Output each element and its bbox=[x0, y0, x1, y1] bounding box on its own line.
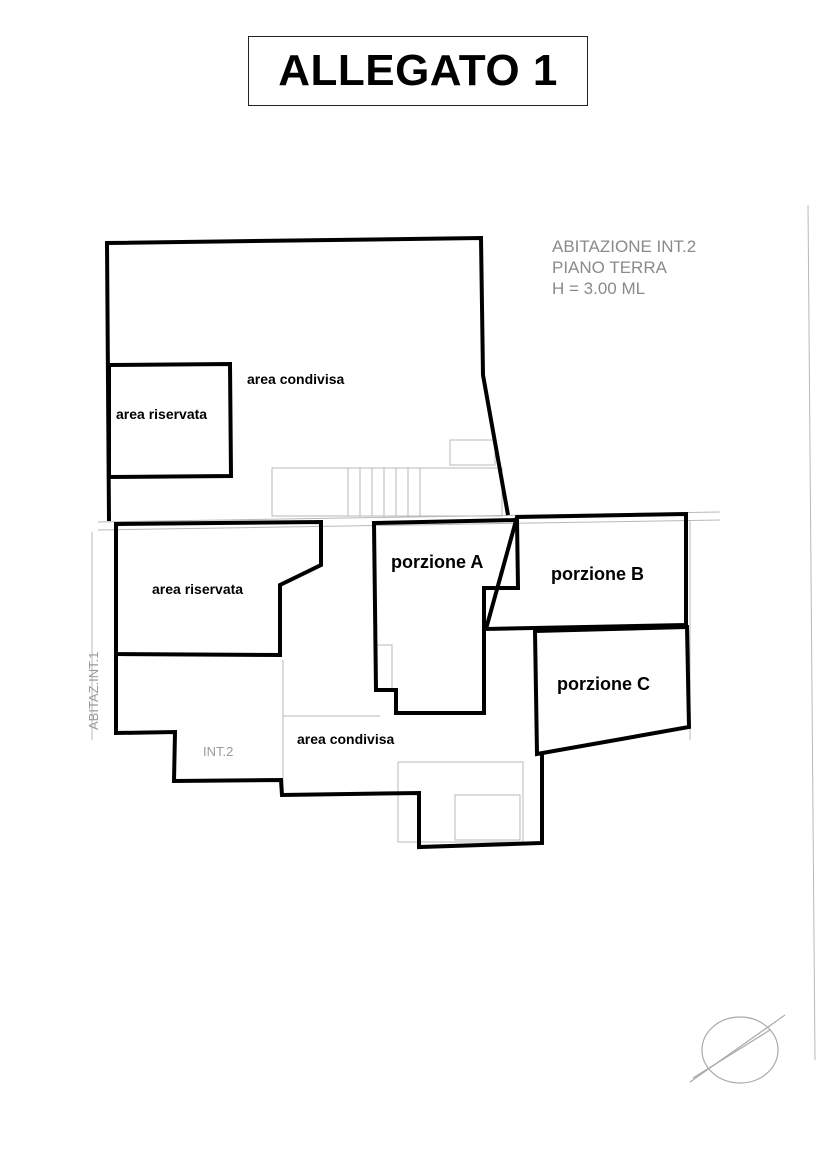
page-title: ALLEGATO 1 bbox=[278, 46, 558, 95]
zone-outlines bbox=[104, 235, 692, 850]
lower-shared-area-outline bbox=[114, 654, 544, 850]
info-line-1: ABITAZIONE INT.2 bbox=[552, 237, 697, 256]
upper-reserved-area-outline bbox=[107, 361, 234, 480]
title-box: ALLEGATO 1 bbox=[248, 36, 588, 106]
porzione-b-outline bbox=[483, 511, 688, 632]
area-condivisa-bottom-label: area condivisa bbox=[297, 731, 394, 747]
info-line-3: H = 3.00 ML bbox=[552, 279, 646, 298]
upper-shared-area-outline bbox=[104, 235, 510, 522]
porzione-c-label: porzione C bbox=[557, 674, 650, 694]
abitaz-int1-label: ABITAZ.INT.1 bbox=[86, 652, 101, 731]
area-condivisa-top-label: area condivisa bbox=[247, 371, 344, 387]
porzione-a-outline bbox=[371, 517, 521, 715]
area-riservata-bottom-label: area riservata bbox=[152, 581, 243, 597]
porzione-b-label: porzione B bbox=[551, 564, 644, 584]
porzione-a-label: porzione A bbox=[391, 552, 483, 572]
background-drawing bbox=[91, 204, 816, 1061]
area-riservata-top-label: area riservata bbox=[116, 406, 207, 422]
porzione-c-outline bbox=[532, 624, 692, 757]
north-arrow-icon bbox=[689, 1014, 786, 1084]
info-line-2: PIANO TERRA bbox=[552, 258, 667, 277]
plan-info: ABITAZIONE INT.2 PIANO TERRA H = 3.00 ML bbox=[552, 236, 696, 299]
int2-label: INT.2 bbox=[203, 744, 233, 759]
